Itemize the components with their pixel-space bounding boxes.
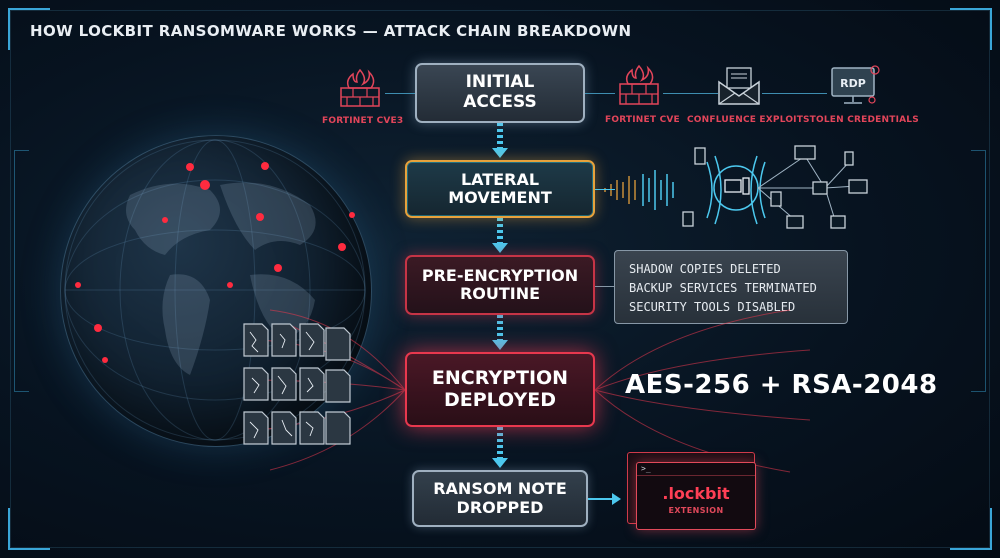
pre-step-item: BACKUP SERVICES TERMINATED [629, 281, 817, 295]
vector-label-stolen-credentials: STOLEN CREDENTIALS [803, 115, 919, 125]
terminal-prompt: >_ [637, 463, 755, 476]
flow-connector [497, 218, 503, 244]
ransom-terminal-window: >_ .lockbit EXTENSION [636, 462, 756, 530]
flow-arrow-icon [492, 458, 508, 468]
lock-icon [868, 96, 876, 104]
stage-lateral-movement: LATERAL MOVEMENT [405, 160, 595, 218]
flow-arrow-icon [492, 148, 508, 158]
frame-corner [950, 508, 992, 550]
flow-connector [497, 123, 503, 149]
pre-encryption-steps-panel: SHADOW COPIES DELETED BACKUP SERVICES TE… [614, 250, 848, 324]
rdp-badge-text: RDP [840, 77, 866, 90]
stage-pre-encryption: PRE-ENCRYPTION ROUTINE [405, 255, 595, 315]
page-title: HOW LOCKBIT RANSOMWARE WORKS — ATTACK CH… [30, 22, 632, 40]
ransom-extension-caption: EXTENSION [668, 506, 724, 515]
side-rail-right [971, 150, 986, 392]
encryption-algorithms: AES-256 + RSA-2048 [625, 370, 938, 400]
vector-connector [585, 93, 615, 94]
flow-connector [497, 315, 503, 341]
network-devices-icon [604, 145, 868, 229]
rdp-monitor-icon: RDP [828, 62, 888, 112]
pre-connector [595, 286, 614, 287]
frame-corner [8, 508, 50, 550]
pre-step-item: SECURITY TOOLS DISABLED [629, 300, 796, 314]
envelope-icon [717, 66, 761, 110]
lateral-connector [595, 189, 615, 190]
bug-icon [870, 65, 880, 75]
flow-connector [497, 427, 503, 459]
cracked-file-icon [243, 323, 351, 445]
stage-encryption: ENCRYPTION DEPLOYED [405, 352, 595, 427]
frame-corner [950, 8, 992, 50]
firewall-icon [616, 64, 662, 110]
side-rail-left [14, 150, 29, 392]
vector-connector [385, 93, 415, 94]
firewall-icon [337, 68, 383, 112]
pre-step-item: SHADOW COPIES DELETED [629, 262, 781, 276]
flow-arrow-icon [492, 243, 508, 253]
flow-arrow-icon [492, 340, 508, 350]
ransom-connector [588, 498, 618, 500]
stage-ransom-note: RANSOM NOTE DROPPED [412, 470, 588, 527]
frame-corner [8, 8, 50, 50]
vector-label-fortinet-cve: FORTINET CVE [605, 115, 680, 125]
globe-hotspots [64, 139, 366, 441]
arrow-right-icon [612, 493, 621, 505]
vector-label-confluence: CONFLUENCE EXPLOIT [687, 115, 804, 125]
vector-label-fortinet-cve3: FORTINET CVE3 [322, 116, 404, 126]
vector-connector [663, 93, 718, 94]
stage-initial-access: INITIAL ACCESS [415, 63, 585, 123]
ransom-extension: .lockbit [662, 484, 730, 503]
vector-connector [762, 93, 827, 94]
